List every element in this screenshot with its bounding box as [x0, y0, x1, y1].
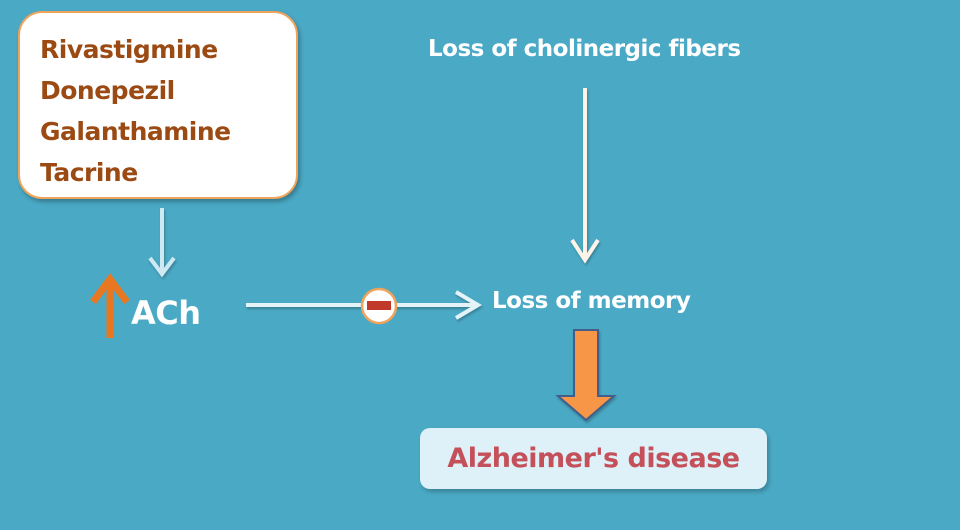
fibers-to-memory-arrow: [570, 88, 600, 264]
drug-list-box: Rivastigmine Donepezil Galanthamine Tacr…: [18, 11, 298, 199]
disease-label: Alzheimer's disease: [447, 443, 740, 474]
disease-box: Alzheimer's disease: [420, 428, 767, 489]
drug-item-galanthamine: Galanthamine: [40, 117, 231, 146]
drug-to-ach-arrow: [148, 208, 176, 278]
minus-icon: [360, 287, 398, 325]
drug-item-tacrine: Tacrine: [40, 158, 138, 187]
drug-item-donepezil: Donepezil: [40, 76, 175, 105]
cholinergic-loss-label: Loss of cholinergic fibers: [428, 36, 741, 62]
drug-item-rivastigmine: Rivastigmine: [40, 35, 218, 64]
memory-to-disease-arrow: [555, 329, 617, 422]
memory-loss-label: Loss of memory: [492, 288, 691, 314]
up-arrow-icon: [90, 273, 130, 338]
ach-label: ACh: [131, 294, 201, 332]
